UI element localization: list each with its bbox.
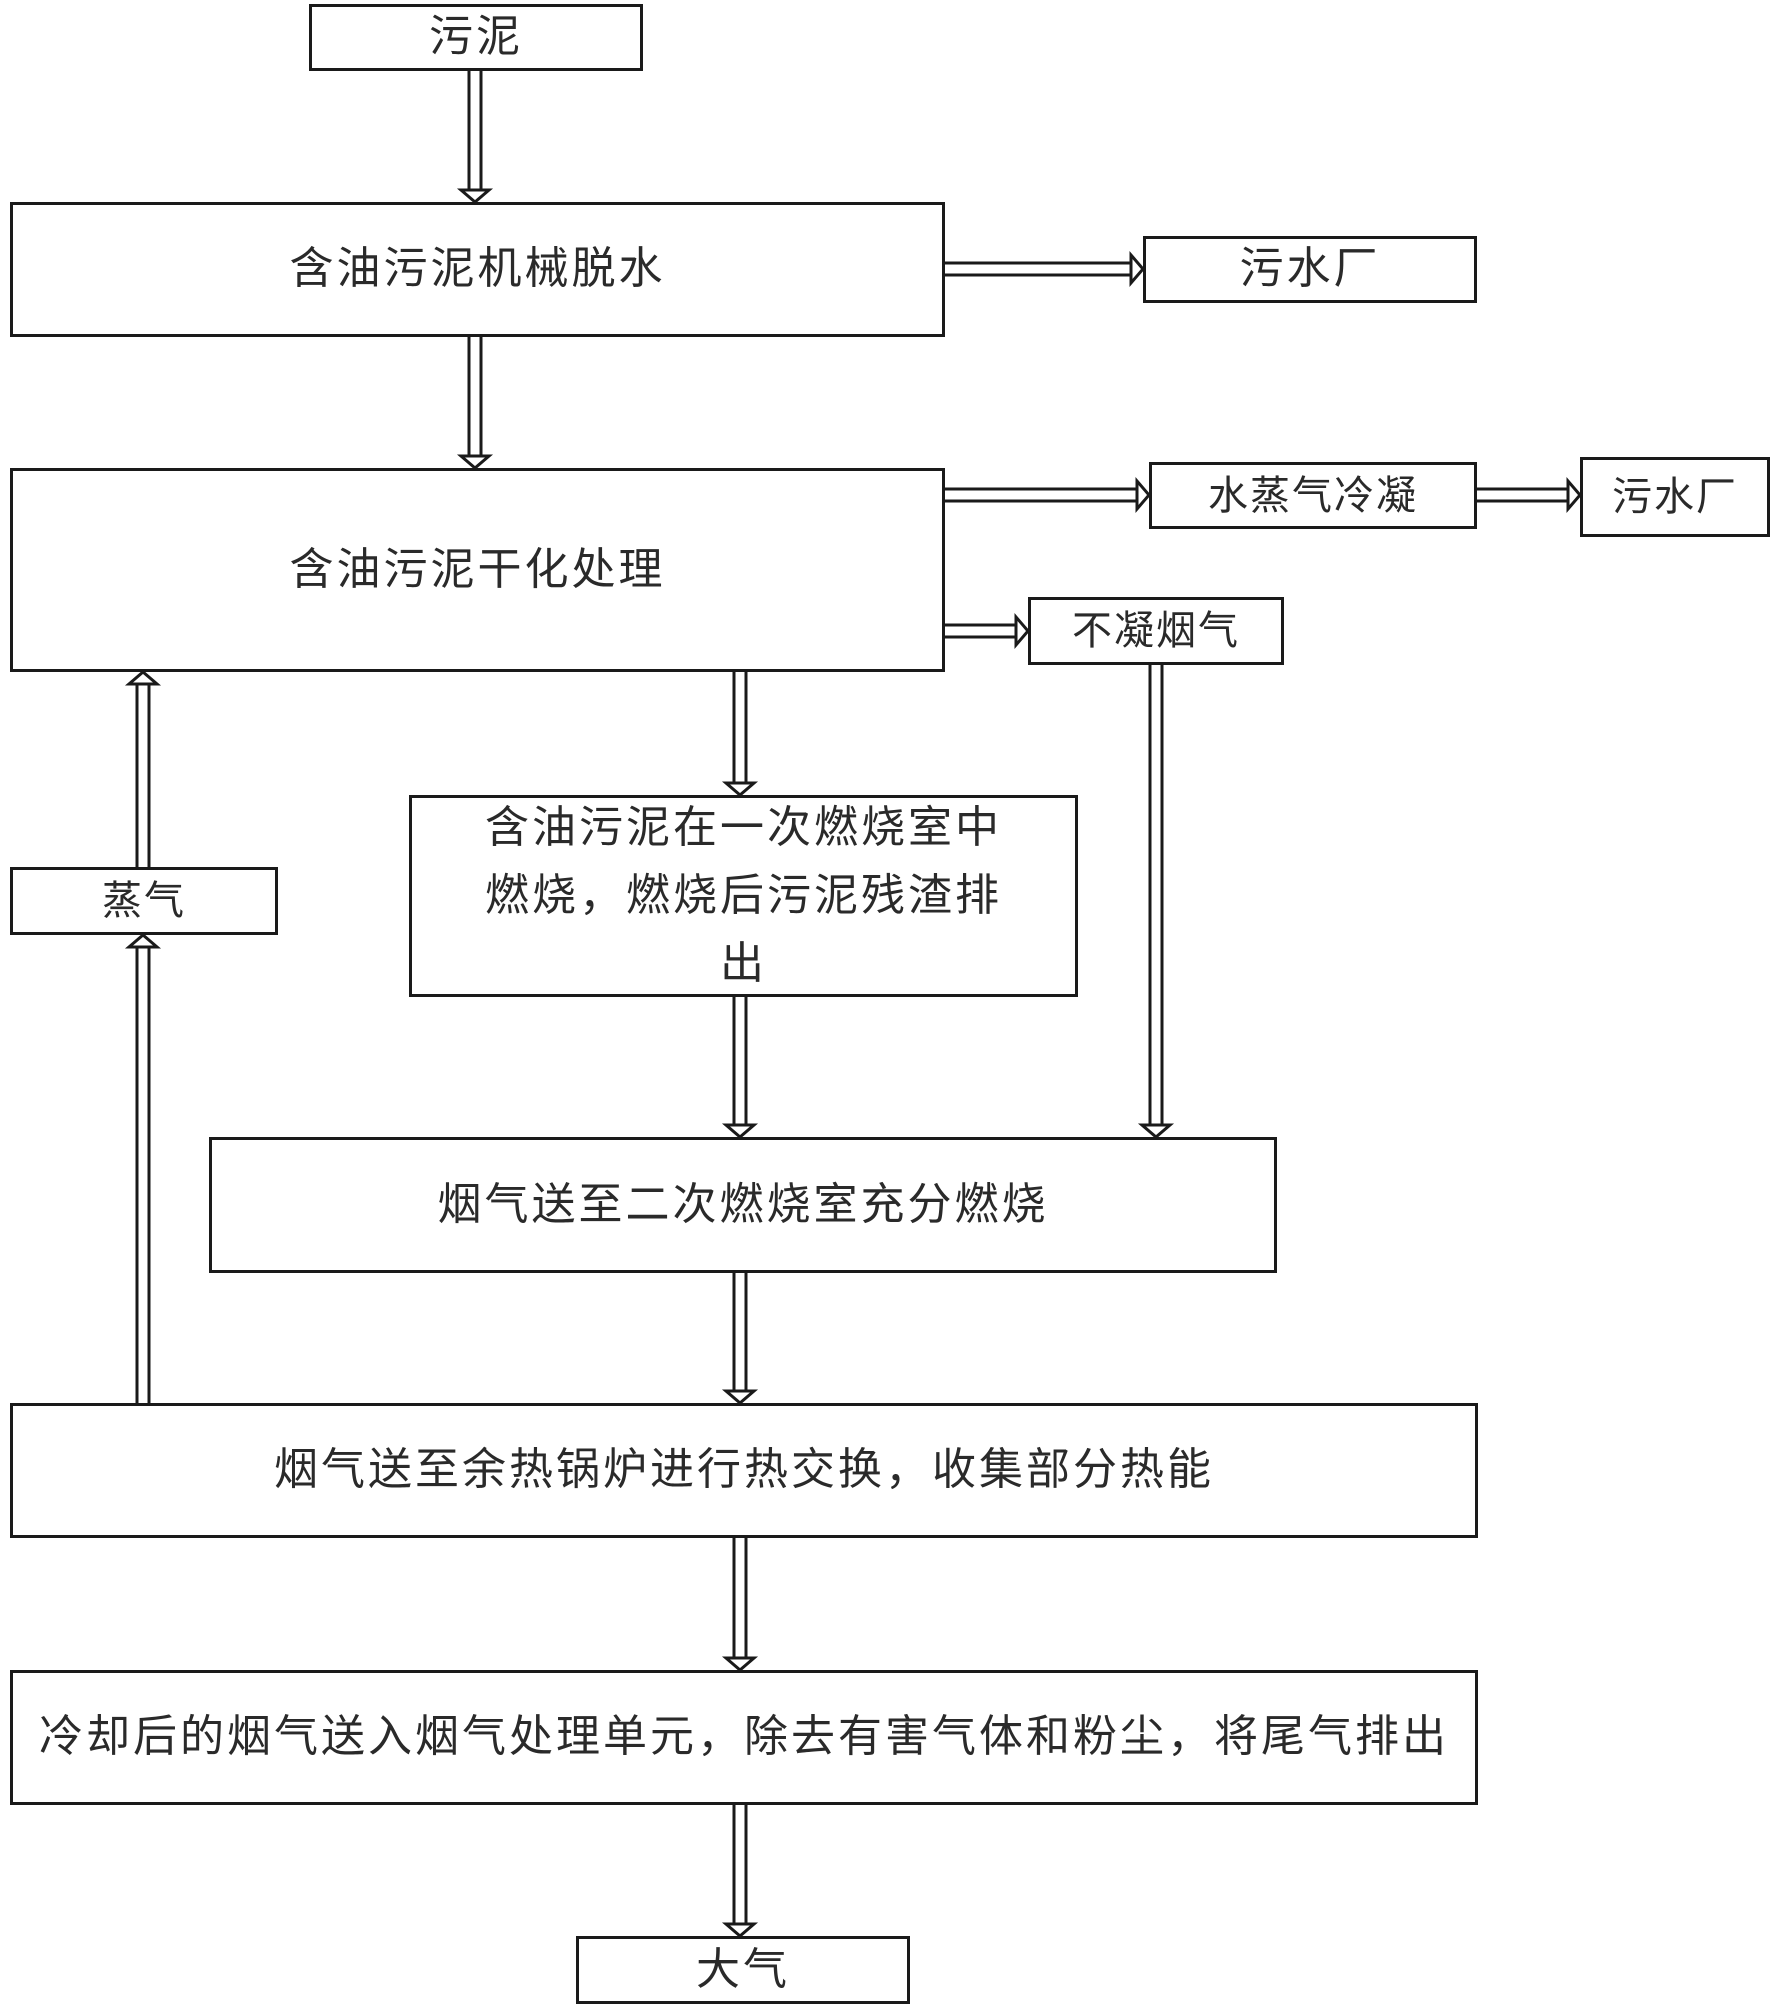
arrow-noncondensable-to-secondary-combustion: [1137, 665, 1175, 1139]
node-waste-heat-boiler: 烟气送至余热锅炉进行热交换，收集部分热能: [10, 1403, 1478, 1538]
node-sludge: 污泥: [309, 4, 643, 71]
node-sludge-label: 污泥: [429, 11, 523, 63]
arrow-boiler-to-flue-gas-treatment: [721, 1538, 759, 1672]
node-wastewater-1: 污水厂: [1143, 236, 1477, 303]
node-dewater: 含油污泥机械脱水: [10, 202, 945, 337]
node-atmosphere: 大气: [576, 1936, 910, 2004]
node-atmosphere-label: 大气: [696, 1943, 790, 1995]
node-drying: 含油污泥干化处理: [10, 468, 945, 672]
node-steam: 蒸气: [10, 867, 278, 935]
arrow-boiler-to-steam: [124, 933, 162, 1403]
node-wastewater-2: 污水厂: [1580, 457, 1770, 537]
node-dewater-label: 含油污泥机械脱水: [289, 243, 666, 295]
node-noncondensable-label: 不凝烟气: [1072, 608, 1240, 654]
node-steam-condense-label: 水蒸气冷凝: [1208, 472, 1418, 519]
node-wastewater-1-label: 污水厂: [1239, 243, 1381, 295]
arrow-sludge-to-dewater: [456, 71, 494, 204]
node-flue-gas-treatment: 冷却后的烟气送入烟气处理单元，除去有害气体和粉尘，将尾气排出: [10, 1670, 1478, 1805]
node-steam-label: 蒸气: [102, 878, 186, 924]
node-steam-condense: 水蒸气冷凝: [1149, 462, 1477, 529]
node-wastewater-2-label: 污水厂: [1612, 474, 1738, 520]
node-flue-gas-treatment-label: 冷却后的烟气送入烟气处理单元，除去有害气体和粉尘，将尾气排出: [39, 1711, 1449, 1763]
node-noncondensable: 不凝烟气: [1028, 597, 1284, 665]
arrow-drying-to-steam-condense: [945, 476, 1151, 514]
arrow-drying-to-primary-combustion: [721, 672, 759, 797]
node-waste-heat-boiler-label: 烟气送至余热锅炉进行热交换，收集部分热能: [274, 1444, 1214, 1496]
arrow-dewater-to-drying: [456, 337, 494, 470]
arrow-primary-to-secondary-combustion: [721, 997, 759, 1139]
node-primary-combustion: 含油污泥在一次燃烧室中燃烧，燃烧后污泥残渣排出: [409, 795, 1078, 997]
arrow-steam-condense-to-wastewater: [1477, 476, 1582, 514]
arrow-dewater-to-wastewater: [945, 250, 1145, 288]
node-secondary-combustion-label: 烟气送至二次燃烧室充分燃烧: [437, 1178, 1049, 1230]
node-drying-label: 含油污泥干化处理: [289, 543, 666, 595]
arrow-drying-to-noncondensable: [945, 612, 1030, 650]
arrow-flue-gas-treatment-to-atmosphere: [721, 1805, 759, 1938]
node-secondary-combustion: 烟气送至二次燃烧室充分燃烧: [209, 1137, 1277, 1273]
node-primary-combustion-label: 含油污泥在一次燃烧室中燃烧，燃烧后污泥残渣排出: [485, 801, 1002, 990]
arrow-secondary-to-boiler: [721, 1273, 759, 1405]
arrow-steam-to-drying: [124, 670, 162, 867]
